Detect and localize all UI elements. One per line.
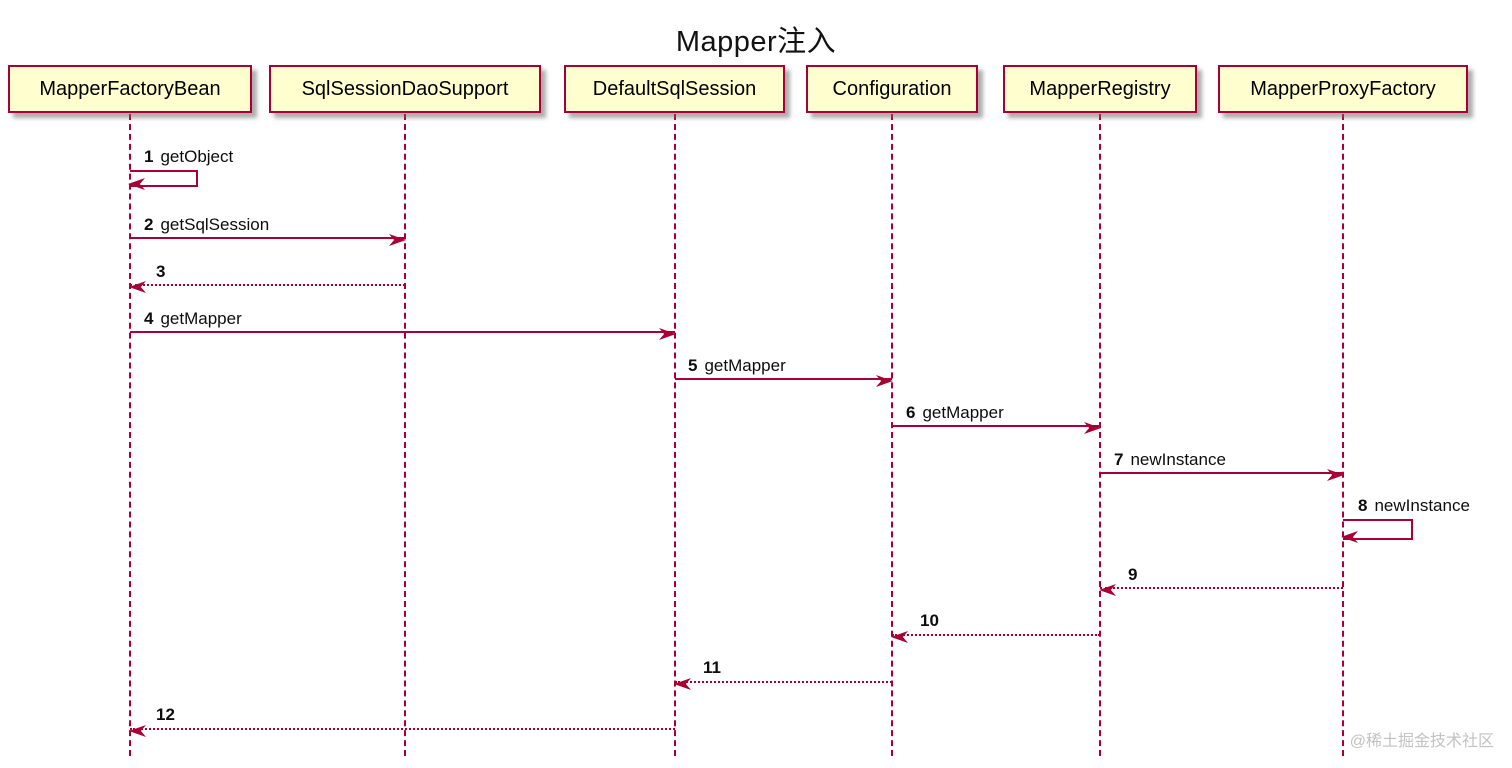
message-11-arrow bbox=[674, 678, 892, 690]
participant-defaultsqlsession: DefaultSqlSession bbox=[564, 65, 785, 113]
arrowhead-left-icon bbox=[129, 281, 146, 293]
lifeline-mapperproxyfactory bbox=[1342, 114, 1344, 756]
participant-mapperproxyfactory: MapperProxyFactory bbox=[1218, 65, 1468, 113]
message-9-arrow bbox=[1099, 584, 1343, 596]
message-1-self-arrow bbox=[128, 170, 198, 190]
participant-label: SqlSessionDaoSupport bbox=[301, 77, 509, 100]
participant-label: Configuration bbox=[832, 77, 952, 100]
arrowhead-left-icon bbox=[129, 725, 146, 737]
message-4-arrow bbox=[130, 328, 676, 340]
message-7-arrow bbox=[1100, 469, 1344, 481]
participant-mapperfactorybean: MapperFactoryBean bbox=[8, 65, 252, 113]
message-12-label: 12 bbox=[156, 705, 175, 724]
message-6-arrow bbox=[892, 422, 1101, 434]
message-2-arrow bbox=[130, 234, 406, 246]
participant-label: DefaultSqlSession bbox=[592, 77, 757, 100]
participant-label: MapperFactoryBean bbox=[39, 77, 221, 100]
message-9-label: 9 bbox=[1128, 565, 1138, 584]
participant-sqlsessiondaosupport: SqlSessionDaoSupport bbox=[269, 65, 541, 113]
message-10-label: 10 bbox=[920, 611, 939, 630]
participant-label: MapperProxyFactory bbox=[1250, 77, 1436, 100]
message-12-arrow bbox=[129, 725, 675, 737]
lifeline-mapperregistry bbox=[1099, 114, 1101, 756]
message-8-self-arrow bbox=[1341, 519, 1413, 543]
message-3-arrow bbox=[129, 281, 405, 293]
message-11-label: 11 bbox=[703, 658, 721, 677]
message-3-label: 3 bbox=[156, 262, 166, 281]
lifeline-defaultsqlsession bbox=[674, 114, 676, 756]
arrowhead-left-icon bbox=[891, 631, 908, 643]
watermark: @稀土掘金技术社区 bbox=[1349, 733, 1494, 750]
arrowhead-left-icon bbox=[674, 678, 691, 690]
lifeline-mapperfactorybean bbox=[129, 114, 131, 756]
message-5-arrow bbox=[675, 375, 893, 387]
participant-label: MapperRegistry bbox=[1029, 77, 1171, 100]
arrowhead-left-icon bbox=[1099, 584, 1116, 596]
participant-configuration: Configuration bbox=[806, 65, 978, 113]
lifeline-sqlsessiondaosupport bbox=[404, 114, 406, 756]
diagram-title: Mapper注入 bbox=[675, 26, 837, 58]
participant-mapperregistry: MapperRegistry bbox=[1003, 65, 1197, 113]
message-10-arrow bbox=[891, 631, 1100, 643]
lifeline-configuration bbox=[891, 114, 893, 756]
